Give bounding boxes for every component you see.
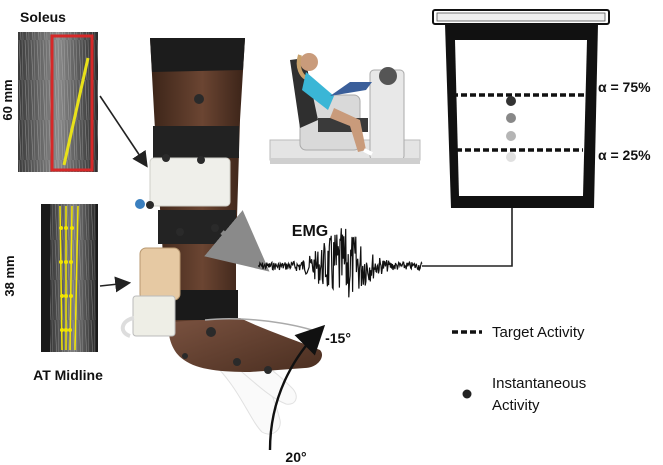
activity-dot-4 xyxy=(506,152,516,162)
emg-signal-trace xyxy=(257,228,423,298)
ankle-rotation-arc xyxy=(268,324,326,451)
tendon-ultrasound: 38 mm AT Midline xyxy=(2,204,103,383)
soleus-roi-box xyxy=(50,34,94,172)
legend-instantaneous-label-line2: Activity xyxy=(492,397,540,414)
probe-holder xyxy=(139,247,181,301)
tendon-depth-label: 38 mm xyxy=(2,255,17,296)
motion-markers xyxy=(146,94,272,374)
soleus-to-leg-arrow xyxy=(99,95,148,168)
legend-instantaneous-label-line1: Instantaneous xyxy=(492,375,586,392)
activity-dot-3 xyxy=(506,131,516,141)
alpha-low-label: α = 25% xyxy=(598,147,651,163)
soleus-label: Soleus xyxy=(20,9,66,25)
activity-dot-1 xyxy=(506,96,516,106)
dynamometer-chair-photo xyxy=(269,53,421,164)
tendon-to-leg-arrow xyxy=(99,276,132,293)
probe-body xyxy=(132,295,176,337)
legend: Target Activity Instantaneous Activity xyxy=(452,324,586,414)
projection-screen-icon xyxy=(432,9,610,208)
soleus-ultrasound: Soleus 60 mm xyxy=(0,9,98,172)
soleus-depth-label: 60 mm xyxy=(0,79,15,120)
white-wrap xyxy=(149,157,231,207)
upper-strap xyxy=(153,126,239,158)
leg-to-emg-arrow xyxy=(204,210,270,272)
emg-label: EMG xyxy=(292,223,328,240)
legend-target-label: Target Activity xyxy=(492,324,585,341)
dorsiflexion-angle-label: 20° xyxy=(285,449,306,465)
plantarflexion-angle-label: -15° xyxy=(325,330,351,346)
legend-instantaneous-swatch xyxy=(462,389,472,399)
alpha-high-label: α = 75% xyxy=(598,79,651,95)
at-midline-label: AT Midline xyxy=(33,367,103,383)
fascicle-line xyxy=(62,57,90,166)
activity-dot-2 xyxy=(506,113,516,123)
